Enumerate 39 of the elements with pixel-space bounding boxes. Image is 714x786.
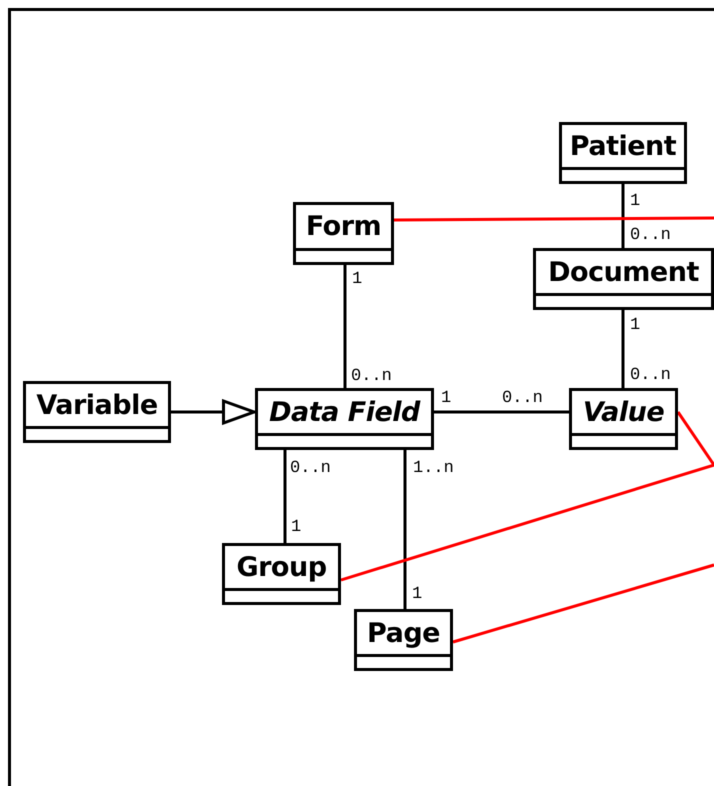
class-name: Data Field	[269, 398, 420, 426]
multiplicity-label: 1	[630, 317, 640, 334]
class-box	[569, 388, 678, 450]
association-line	[434, 410, 569, 414]
class-name: Variable	[36, 392, 158, 418]
class-box	[255, 388, 434, 450]
class-box	[559, 122, 687, 184]
class-box	[222, 543, 341, 605]
multiplicity-label: 1	[291, 519, 302, 536]
association-line	[676, 411, 714, 466]
association-line	[404, 450, 406, 609]
association-line	[394, 216, 714, 222]
multiplicity-label: 0..n	[630, 227, 671, 244]
class-box	[533, 248, 714, 310]
association-line	[344, 265, 346, 388]
multiplicity-label: 0..n	[351, 368, 392, 385]
class-name: Patient	[570, 132, 676, 160]
class-name: Group	[236, 554, 327, 580]
multiplicity-label: 1	[630, 193, 640, 210]
class-name: Form	[306, 213, 382, 240]
class-box	[23, 381, 171, 443]
multiplicity-label: 1	[441, 390, 452, 407]
multiplicity-label: 1..n	[413, 460, 454, 477]
class-name: Value	[582, 398, 664, 426]
association-line	[622, 184, 624, 248]
class-name: Document	[548, 258, 699, 286]
generalization-arrow	[171, 400, 256, 424]
class-box	[354, 609, 453, 671]
multiplicity-label: 0..n	[290, 460, 331, 477]
association-line	[452, 564, 714, 644]
association-line	[622, 310, 624, 388]
multiplicity-label: 0..n	[502, 390, 543, 407]
multiplicity-label: 1	[352, 271, 362, 288]
association-line	[284, 450, 286, 543]
association-line	[340, 464, 714, 582]
multiplicity-label: 1	[412, 586, 422, 603]
class-box	[293, 202, 394, 265]
multiplicity-label: 0..n	[630, 367, 671, 384]
class-name: Page	[367, 620, 440, 646]
